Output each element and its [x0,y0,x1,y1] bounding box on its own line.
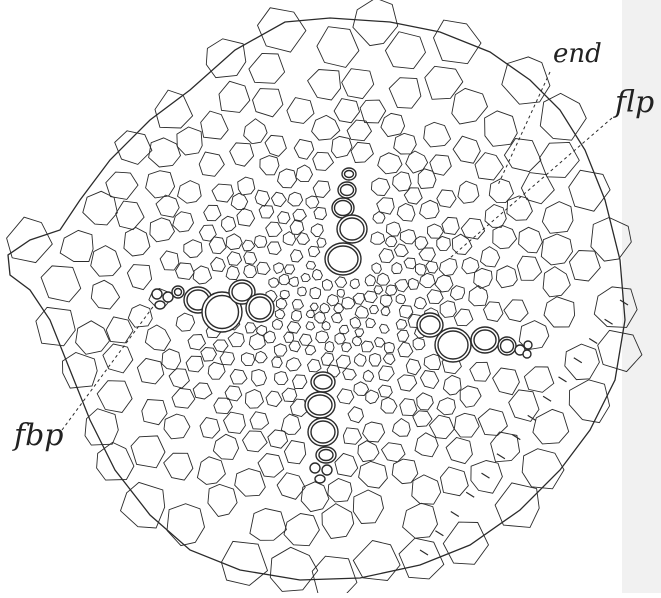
xylem-vessel-lumen [175,289,182,296]
protoxylem-cell [524,341,532,349]
xylem-vessel-lumen [314,375,332,389]
xylem-vessel-lumen [340,218,364,240]
xylem-vessel-lumen [474,330,496,350]
label-end: end [553,39,602,69]
xylem-vessel-lumen [438,331,468,359]
protoxylem-cell [310,463,320,473]
xylem-vessel-lumen [420,316,440,334]
protoxylem-cell [152,289,162,299]
protoxylem-cell [523,350,531,358]
xylem-vessel-lumen [328,246,358,272]
protoxylem-cell [322,465,332,475]
xylem-vessel-lumen [311,421,335,443]
xylem-vessel-lumen [341,185,354,196]
label-fbp: fbp [12,418,64,453]
xylem-vessel-lumen [335,201,352,216]
xylem-vessel-lumen [345,171,354,178]
label-flp: flp [613,85,654,120]
xylem-vessel-lumen [501,340,514,353]
xylem-vessel-lumen [319,450,333,461]
xylem-vessel-lumen [308,395,332,415]
xylem-vessel-lumen [249,297,271,319]
protoxylem-cell [315,475,325,483]
